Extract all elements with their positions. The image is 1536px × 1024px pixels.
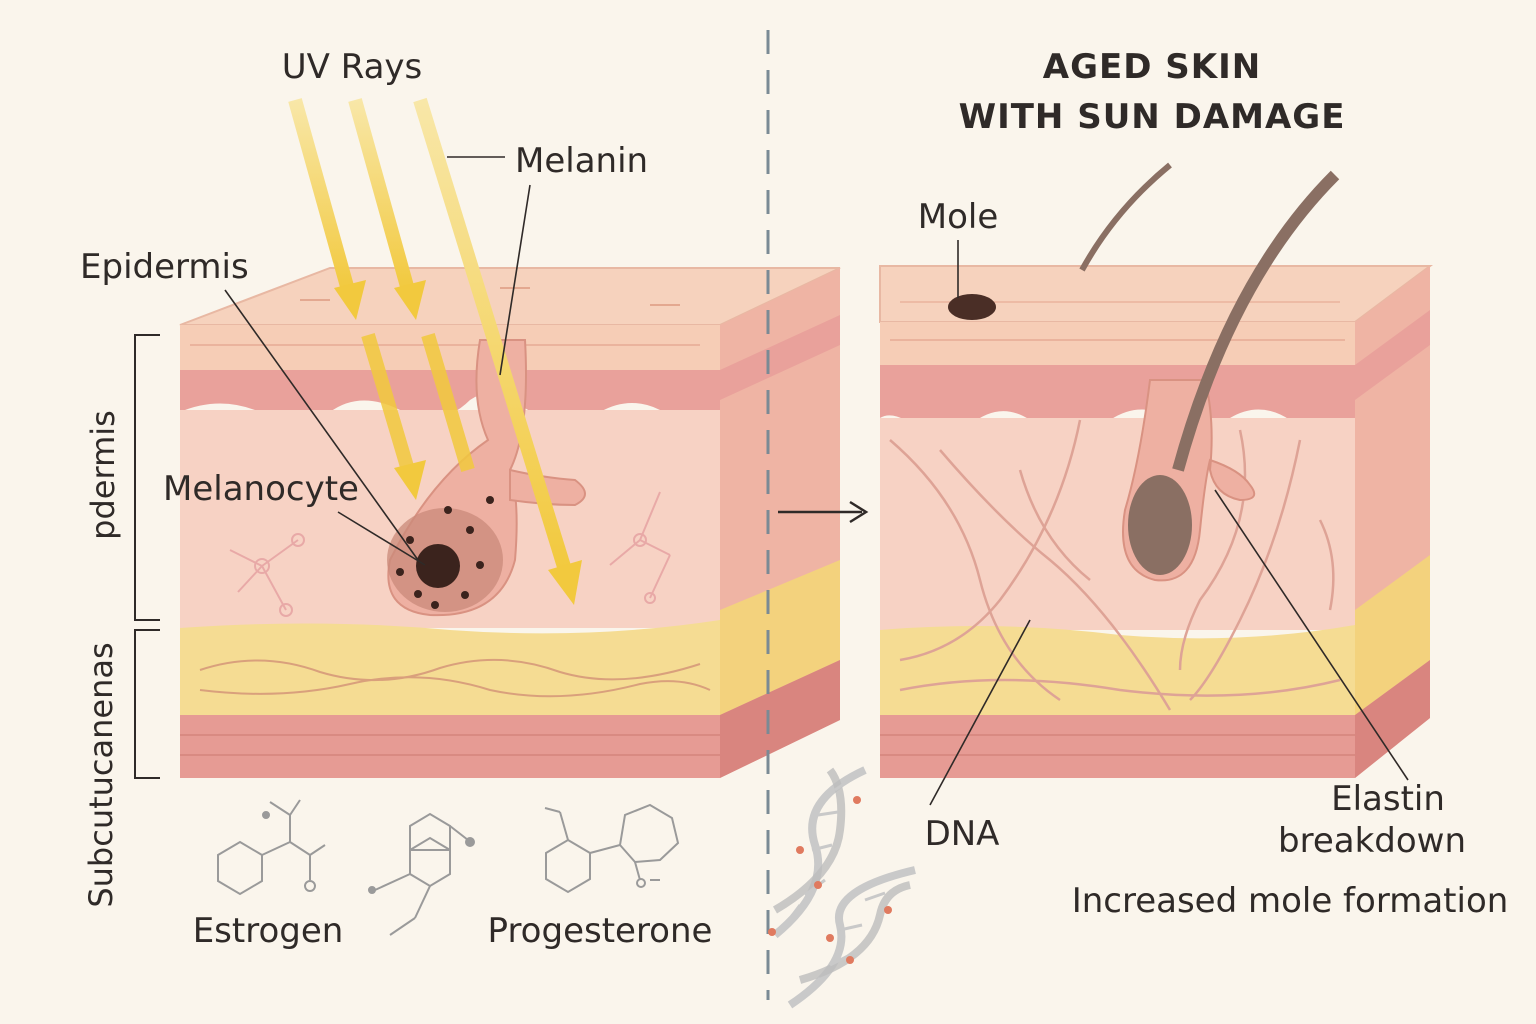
mole-spot: [948, 294, 996, 320]
melanin-label: Melanin: [515, 141, 648, 181]
dna-helix: [768, 766, 867, 939]
progesterone-label: Progesterone: [488, 911, 713, 951]
left-skin-block: [179, 267, 841, 778]
dermis-bracket: [134, 334, 160, 621]
mole-label: Mole: [918, 197, 999, 237]
molecule-estrogen: [217, 799, 326, 896]
left-deep-layer: [180, 715, 720, 778]
epidermis-leader: [224, 289, 419, 561]
left-epidermis-layer: [180, 325, 720, 370]
right-fat-layer: [880, 625, 1355, 715]
transition-arrow: [778, 500, 869, 524]
molecule-progesterone: [544, 803, 680, 894]
aged-title-line1: AGED SKIN: [1043, 47, 1261, 87]
elastin-fibers: [889, 419, 1341, 711]
estrogen-label: Estrogen: [193, 911, 344, 951]
molecule-estrogen-2: [368, 812, 475, 936]
uv-rays: [288, 97, 582, 605]
uv-ray-arrow: [348, 98, 426, 320]
elastin-leader: [1214, 489, 1409, 781]
uv-ray-arrow: [421, 333, 475, 472]
melanocyte-label: Melanocyte: [163, 469, 359, 509]
elastin-label-line1: Elastin: [1331, 779, 1445, 819]
subcutaneous-bracket: [134, 629, 160, 779]
subcutaneous-bracket-label: Subcutucanenas: [82, 642, 120, 907]
hair-follicle: [1172, 170, 1340, 472]
aged-title-line2: WITH SUN DAMAGE: [959, 97, 1346, 137]
epidermis-label: Epidermis: [80, 247, 249, 287]
mole-formation-label: Increased mole formation: [1072, 881, 1509, 921]
melanin-leader-2: [499, 184, 531, 376]
right-skin-block: [879, 162, 1434, 778]
dna-helix: [787, 866, 916, 1009]
melanocyte-cell: [387, 496, 503, 612]
left-fat-layer: [180, 620, 720, 715]
right-deep-layer: [880, 715, 1355, 778]
dna-label: DNA: [925, 814, 1000, 854]
right-dermis-layer: [880, 418, 1355, 630]
uv-ray-arrow: [413, 97, 582, 605]
dna-leader: [929, 619, 1031, 806]
elastin-label-line2: breakdown: [1278, 821, 1466, 861]
dermis-bracket-label: pdermis: [84, 410, 122, 540]
melanocyte-leader: [337, 511, 426, 566]
right-papillary-layer: [880, 365, 1355, 434]
uv-ray-arrow: [288, 98, 366, 320]
uv-ray-arrow: [361, 333, 426, 500]
hair-strand: [1079, 162, 1172, 272]
uv-rays-label: UV Rays: [282, 47, 423, 87]
right-epidermis-layer: [880, 322, 1355, 367]
